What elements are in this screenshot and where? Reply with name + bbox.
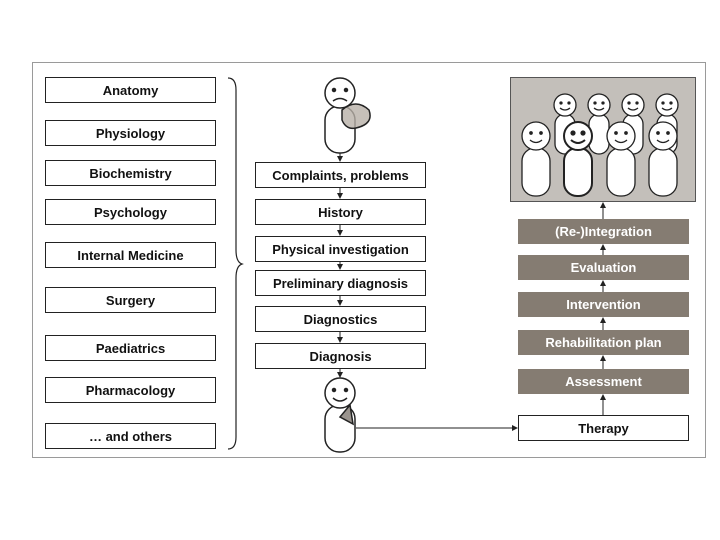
- community-people-icon: [510, 77, 696, 202]
- step-assessment: Assessment: [518, 369, 689, 394]
- discipline-pharmacology: Pharmacology: [45, 377, 216, 403]
- step-evaluation: Evaluation: [518, 255, 689, 280]
- discipline-physiology: Physiology: [45, 120, 216, 146]
- step-intervention: Intervention: [518, 292, 689, 317]
- step-preliminary-diagnosis: Preliminary diagnosis: [255, 270, 426, 296]
- discipline-internal-medicine: Internal Medicine: [45, 242, 216, 268]
- discipline-others: … and others: [45, 423, 216, 449]
- discipline-biochemistry: Biochemistry: [45, 160, 216, 186]
- step-reintegration: (Re-)Integration: [518, 219, 689, 244]
- discipline-psychology: Psychology: [45, 199, 216, 225]
- step-complaints: Complaints, problems: [255, 162, 426, 188]
- step-physical-investigation: Physical investigation: [255, 236, 426, 262]
- discipline-paediatrics: Paediatrics: [45, 335, 216, 361]
- step-therapy: Therapy: [518, 415, 689, 441]
- discipline-surgery: Surgery: [45, 287, 216, 313]
- step-history: History: [255, 199, 426, 225]
- step-rehabilitation-plan: Rehabilitation plan: [518, 330, 689, 355]
- step-diagnosis: Diagnosis: [255, 343, 426, 369]
- step-diagnostics: Diagnostics: [255, 306, 426, 332]
- discipline-anatomy: Anatomy: [45, 77, 216, 103]
